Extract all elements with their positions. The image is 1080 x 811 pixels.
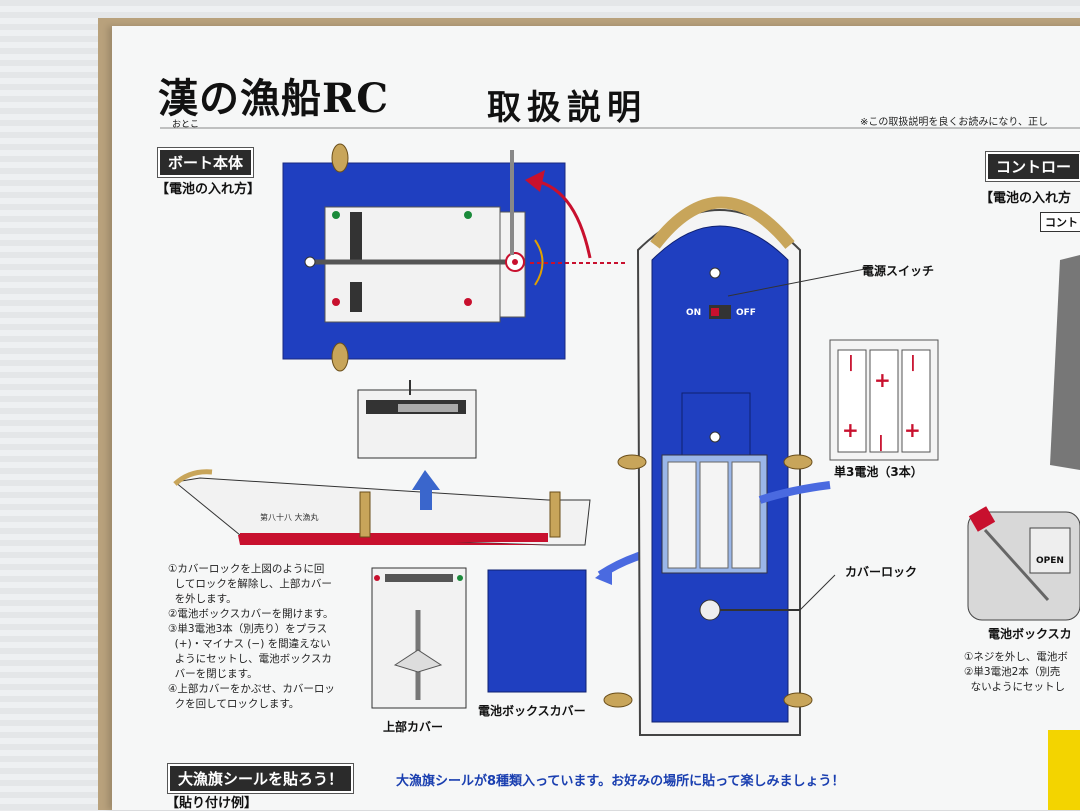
battery-minus-icon: | <box>910 352 916 371</box>
flag-section-text: 大漁旗シールが8種類入っています。お好みの場所に貼って楽しみましょう！ <box>396 774 845 789</box>
battery-plus-icon: + <box>904 418 921 442</box>
label-power-switch: 電源スイッチ <box>862 264 935 278</box>
battery-minus-icon: | <box>848 352 854 371</box>
flag-section-header: 大漁旗シールを貼ろう！ <box>166 763 355 794</box>
label-top-cover: 上部カバー <box>383 720 444 734</box>
flag-example-label: 【貼り付け例】 <box>166 796 258 811</box>
controller-section-subheader: 【電池の入れ方 <box>980 191 1072 206</box>
page-title: 漢の漁船RC <box>158 75 390 122</box>
label-battery-cover: 電池ボックスカバー <box>478 704 586 718</box>
label-cover-lock: カバーロック <box>845 565 918 579</box>
battery-cover-illustration <box>487 569 587 693</box>
controller-box-label: 電池ボックスカ <box>988 627 1072 641</box>
page-subtitle: 取扱説明 <box>487 88 647 128</box>
switch-off-label: OFF <box>736 308 756 318</box>
open-label: OPEN <box>1036 556 1064 566</box>
top-cover-illustration <box>371 567 467 709</box>
title-ruby: おとこ <box>172 120 200 130</box>
battery-plus-icon: + <box>842 418 859 442</box>
boat-section-subheader: 【電池の入れ方】 <box>156 182 261 197</box>
controller-tab: コント <box>1040 212 1080 232</box>
boat-steps: ①カバーロックを上図のように回 してロックを解除し、上部カバー を外します。 ②… <box>168 563 335 710</box>
boat-section-header: ボート本体 <box>156 147 255 178</box>
sticker-corner <box>1048 730 1080 810</box>
controller-section-header: コントロー <box>984 151 1080 182</box>
caution-note: ※この取扱説明を良くお読みになり、正し <box>860 117 1048 128</box>
controller-steps: ①ネジを外し、電池ボ ②単3電池2本（別売 ないようにセットし <box>964 651 1068 693</box>
boat-overhead <box>603 196 871 736</box>
boat-side-view <box>173 380 591 546</box>
aa-batteries <box>829 339 939 461</box>
hull-name: 第八十八 大漁丸 <box>260 513 319 522</box>
switch-on-label: ON <box>686 308 702 318</box>
label-batteries: 単3電池（3本） <box>834 465 923 479</box>
battery-minus-icon: | <box>878 432 884 451</box>
deck-top-view <box>282 143 625 372</box>
controller-illustration <box>967 255 1080 621</box>
battery-plus-icon: + <box>874 368 891 392</box>
